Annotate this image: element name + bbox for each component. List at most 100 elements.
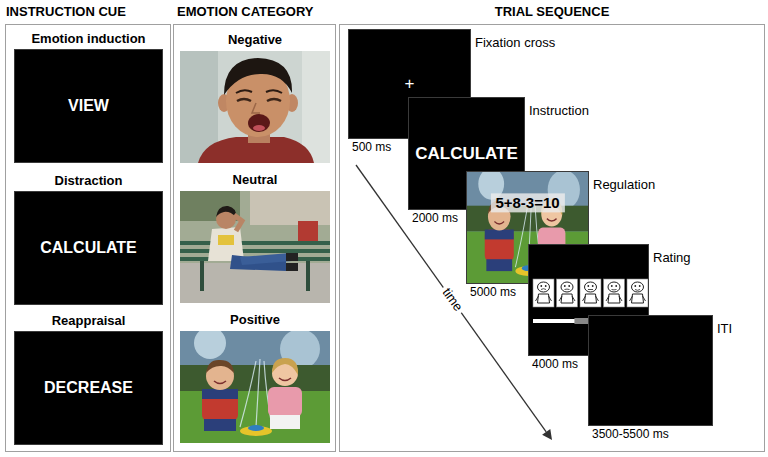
category-label: Emotion induction (31, 32, 145, 47)
illustration-shape (634, 285, 636, 287)
illustration-shape (240, 426, 272, 436)
illustration-shape (286, 253, 298, 261)
illustration-shape (606, 296, 622, 301)
illustration-shape (639, 285, 641, 287)
illustration-shape (194, 331, 226, 359)
time-arrow-head (542, 429, 552, 440)
illustration-shape (200, 261, 204, 291)
emotion-photo: Neutral (180, 191, 330, 303)
instruction-screen: ReappraisalDECREASE (14, 331, 163, 445)
illustration-shape (565, 289, 570, 290)
duration-label: 500 ms (352, 141, 391, 155)
illustration-shape (608, 294, 620, 303)
illustration-shape (237, 99, 251, 101)
illustration-shape (236, 90, 252, 93)
instruction-screen: DistractionCALCULATE (14, 191, 163, 305)
illustration-shape (557, 279, 578, 307)
panel-heading: TRIAL SEQUENCE (495, 5, 610, 20)
cue-word: VIEW (68, 97, 109, 115)
illustration-shape (545, 285, 547, 287)
illustration-shape (218, 235, 234, 245)
illustration-shape (204, 419, 236, 431)
category-label: Positive (230, 313, 280, 328)
screen-name: Regulation (593, 178, 655, 193)
illustration-shape (587, 285, 589, 287)
duration-label: 4000 ms (532, 358, 578, 372)
illustration-shape (180, 249, 330, 253)
illustration-shape (248, 114, 270, 132)
illustration-shape (240, 253, 292, 265)
illustration-shape (588, 289, 593, 290)
illustration-shape (494, 222, 504, 224)
illustration-shape (561, 294, 573, 303)
illustration-shape (627, 279, 648, 307)
illustration-shape (180, 51, 330, 163)
trial-screen: ITI3500-5500 ms (588, 315, 713, 426)
illustration-shape (561, 282, 573, 292)
instruction-screen: Emotion inductionVIEW (14, 49, 163, 163)
illustration-shape (268, 387, 302, 417)
screen-text: 5+8-3=10 (490, 193, 564, 212)
illustration-shape (540, 285, 542, 287)
illustration-shape (486, 259, 512, 271)
illustration-shape (538, 282, 550, 292)
duration-label: 2000 ms (412, 212, 458, 226)
illustration-shape (240, 359, 272, 427)
illustration-shape (632, 294, 644, 303)
emotion-photo: Positive (180, 331, 330, 443)
illustration-shape (580, 279, 601, 307)
illustration-shape (592, 285, 594, 287)
illustration-shape (538, 294, 550, 303)
illustration-shape (272, 358, 298, 375)
illustration-shape (202, 389, 238, 421)
screen-name: Fixation cross (475, 36, 555, 51)
time-label: time (437, 283, 467, 317)
illustration-shape (604, 279, 625, 307)
illustration-shape (206, 360, 234, 373)
category-label: Distraction (55, 174, 123, 189)
illustration-shape (180, 241, 330, 245)
illustration-shape (585, 294, 597, 303)
emotion-photo: Negative (180, 51, 330, 163)
cue-word: DECREASE (44, 379, 133, 397)
category-label: Negative (228, 33, 282, 48)
screen-text: + (405, 74, 415, 94)
panel-frame: EMOTION CATEGORYNegativeNeutralPositive (173, 24, 336, 452)
illustration-shape (635, 289, 640, 291)
illustration-shape (224, 58, 292, 95)
illustration-shape (286, 263, 298, 271)
duration-label: 3500-5500 ms (592, 428, 669, 442)
illustration-shape (306, 261, 310, 291)
screen-text: CALCULATE (415, 144, 518, 164)
illustration-shape (485, 229, 514, 261)
illustration-shape (632, 282, 644, 292)
illustration-shape (302, 51, 330, 163)
illustration-shape (547, 219, 557, 221)
illustration-shape (234, 215, 242, 231)
illustration-shape (216, 206, 236, 217)
illustration-shape (252, 103, 260, 113)
category-label: Reappraisal (52, 314, 126, 329)
illustration-shape (612, 289, 617, 290)
illustration-shape (630, 296, 646, 301)
illustration-shape (180, 365, 330, 391)
illustration-shape (615, 285, 617, 287)
panel-heading: INSTRUCTION CUE (6, 5, 126, 20)
illustration-shape (585, 282, 597, 292)
illustration-shape (248, 425, 264, 431)
illustration-shape (266, 90, 282, 93)
screen-name: Rating (653, 251, 691, 266)
duration-label: 5000 ms (470, 286, 516, 300)
photo-illustration (180, 331, 330, 443)
illustration-shape (608, 282, 620, 292)
panel-frame: INSTRUCTION CUEEmotion inductionVIEWDist… (5, 24, 171, 452)
illustration-shape (267, 99, 281, 101)
illustration-shape (564, 285, 566, 287)
illustration-shape (485, 229, 514, 239)
panel-frame: TRIAL SEQUENCEFixation cross+500 msInstr… (339, 24, 765, 452)
illustration-shape (270, 415, 300, 429)
illustration-shape (279, 378, 291, 381)
illustration-shape (250, 191, 330, 225)
screen-name: ITI (717, 322, 732, 337)
